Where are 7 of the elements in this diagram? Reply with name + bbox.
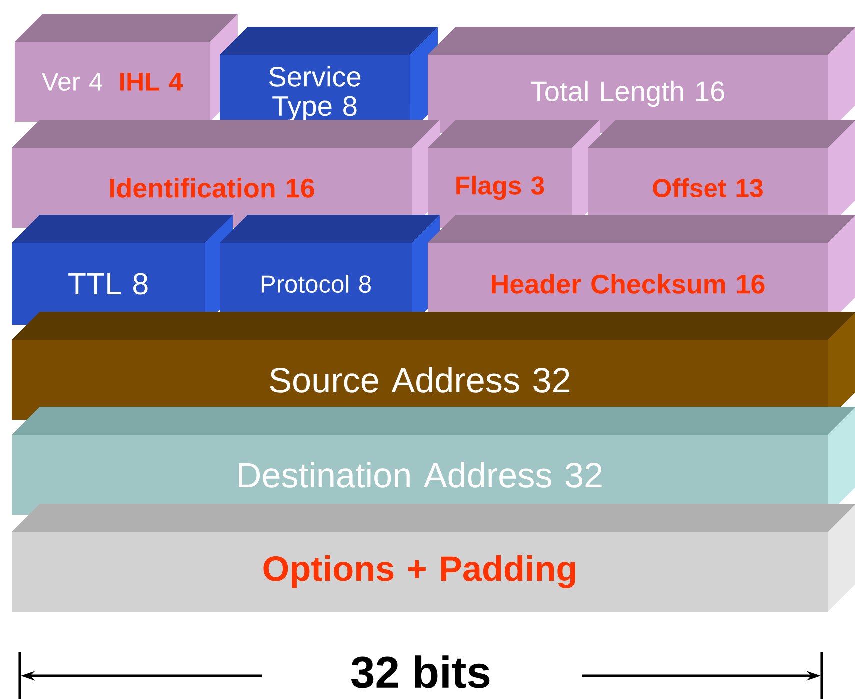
field-block: Options + Padding	[12, 504, 855, 612]
dimension-label: 32 bits	[352, 656, 490, 688]
field-block: Destination Address 32	[12, 407, 855, 515]
node-label: Identification 16	[110, 178, 314, 198]
node-label: TTL 8	[68, 273, 148, 295]
node-label: Flags 3	[456, 176, 544, 200]
field-block: Ver 4 IHL 4	[15, 14, 238, 122]
